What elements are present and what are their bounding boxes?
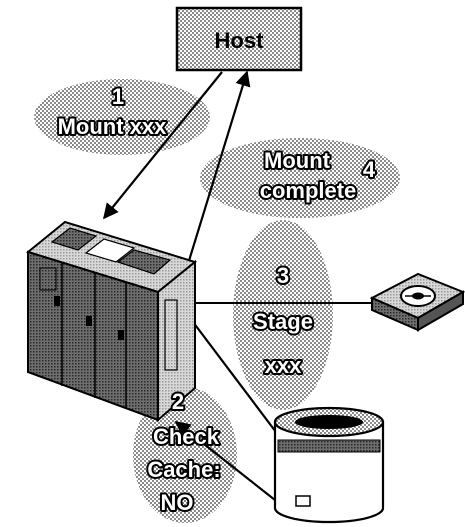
mount-complete-arrow	[178, 70, 251, 291]
step1-bubble	[34, 79, 210, 155]
tape-cartridge-icon	[369, 272, 465, 332]
step3-bubble	[233, 220, 333, 410]
step3-line2: xxx	[265, 353, 302, 378]
step1-number: 1	[112, 84, 124, 109]
step2-line2: Cache:	[147, 457, 220, 482]
step1-text: Mount xxx	[58, 114, 168, 139]
server-cabinet-icon	[25, 220, 198, 423]
disk-cache-icon	[273, 406, 385, 524]
step2-line3: NO	[161, 490, 194, 515]
step4-line2: complete	[260, 178, 357, 203]
mount-request-arrow	[103, 71, 223, 220]
step4-line1: Mount	[264, 148, 331, 173]
host-label: Host	[215, 28, 265, 53]
step3-line1: Stage	[253, 309, 313, 334]
step2-line1: Check	[153, 424, 220, 449]
step4-bubble	[200, 138, 400, 218]
step2-number: 2	[172, 389, 184, 414]
step4-number: 4	[363, 157, 376, 182]
host-box: Host	[175, 6, 303, 72]
step3-number: 3	[277, 263, 289, 288]
